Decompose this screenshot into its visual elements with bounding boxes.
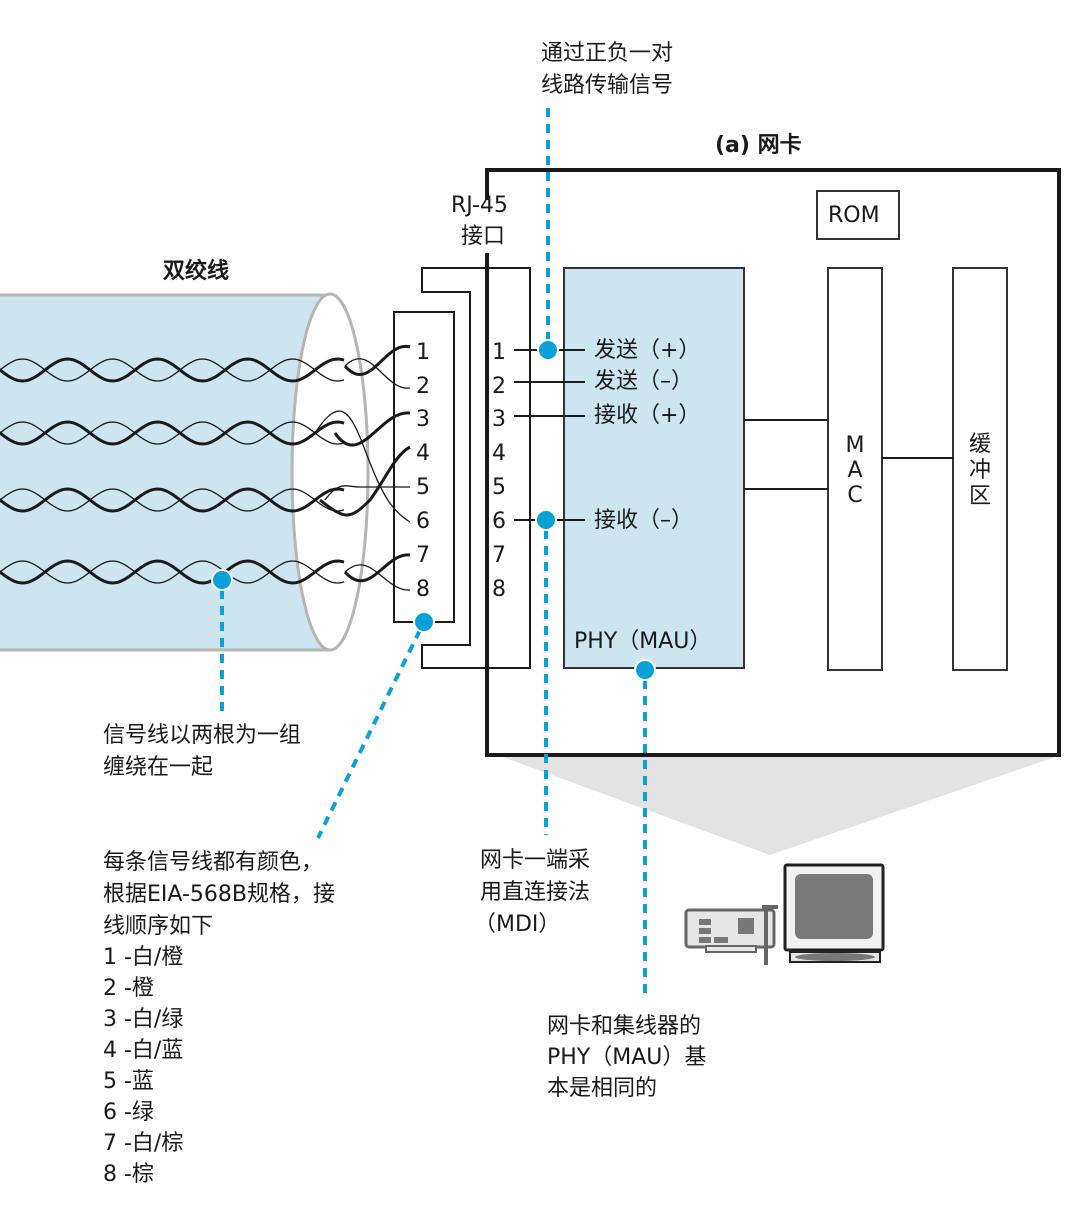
plug-pin: 6 [416, 509, 430, 534]
signal-tx-plus: 发送（+） [594, 338, 701, 363]
color-note-line1: 每条信号线都有颜色， [103, 850, 324, 875]
top-note-line2: 线路传输信号 [541, 73, 674, 98]
callout-dot-pin6 [535, 509, 557, 531]
color-order-item: 3 -白/绿 [103, 1007, 184, 1032]
twisted-pair-3-wire-thick [0, 487, 345, 513]
projection-shadow [500, 756, 1058, 855]
mac-block [827, 267, 883, 671]
twisted-pair-4-wire-thick [0, 559, 345, 585]
top-note-line1: 通过正负一对 [541, 41, 674, 66]
phy-note-line3: 本是相同的 [547, 1076, 658, 1101]
mac-label-m: M [845, 433, 865, 458]
callout-line-color [316, 629, 422, 839]
rj45-jack [421, 267, 531, 669]
callout-dot-plug [413, 611, 435, 633]
twisted-pair-3-wire-thin [0, 488, 345, 512]
signal-rx-minus: 接收（–） [594, 508, 694, 533]
color-order-item: 4 -白/蓝 [103, 1038, 184, 1063]
rom-block [816, 190, 900, 240]
mac-label-c: C [847, 483, 863, 508]
twist-note-line2: 缠绕在一起 [103, 755, 214, 780]
jack-pin: 8 [492, 577, 506, 602]
jack-pin: 6 [492, 509, 506, 534]
color-note-line3: 线顺序如下 [103, 914, 214, 939]
color-order-item: 1 -白/橙 [103, 945, 184, 970]
twisted-pair-1-wire-thick [0, 357, 345, 383]
jack-pin: 3 [492, 407, 506, 432]
color-order-item: 7 -白/棕 [103, 1131, 184, 1156]
jack-pin: 2 [492, 374, 506, 399]
callout-dot-twist [211, 569, 233, 591]
plug-pin: 1 [416, 340, 430, 365]
rj45-label-line1: RJ-45 [451, 193, 508, 218]
buffer-label-1: 缓 [968, 432, 991, 457]
cable-body [0, 295, 325, 650]
cable-end-ellipse [290, 292, 370, 652]
callout-dot-phy [634, 659, 656, 681]
jack-pin: 1 [492, 340, 506, 365]
plug-pin: 2 [416, 374, 430, 399]
jack-pin: 5 [492, 475, 506, 500]
twisted-pair-2-wire-thin [0, 421, 345, 445]
color-note-line2: 根据EIA-568B规格，接 [103, 882, 335, 907]
callout-dot-pin1 [537, 339, 559, 361]
wire-fanout [314, 344, 411, 591]
buffer-label-2: 冲 [968, 458, 991, 483]
color-order-item: 8 -棕 [103, 1162, 154, 1187]
mdi-note-line1: 网卡一端采 [480, 848, 591, 873]
network-card-icon [684, 905, 778, 965]
signal-tx-minus: 发送（–） [594, 369, 694, 394]
rom-label: ROM [828, 203, 880, 228]
plug-pin: 5 [416, 475, 430, 500]
jack-pin: 4 [492, 441, 506, 466]
mac-label-a: A [847, 458, 863, 483]
plug-pin: 3 [416, 407, 430, 432]
signal-rx-plus: 接收（+） [594, 403, 701, 428]
twisted-pair-4-wire-thin [0, 560, 345, 584]
phy-label: PHY（MAU） [574, 629, 712, 654]
plug-pin: 7 [416, 543, 430, 568]
plug-pin: 4 [416, 441, 430, 466]
rj45-label-line2: 接口 [461, 224, 506, 249]
twisted-pair-1-wire-thin [0, 358, 345, 382]
phy-note-line2: PHY（MAU）基 [547, 1045, 707, 1070]
nic-box [485, 168, 1061, 757]
monitor-icon [783, 863, 885, 963]
color-order-item: 2 -橙 [103, 976, 154, 1001]
twisted-pair-2-wire-thick [0, 420, 345, 446]
cable-label: 双绞线 [163, 259, 230, 284]
phy-note-line1: 网卡和集线器的 [547, 1014, 702, 1039]
plug-pin: 8 [416, 577, 430, 602]
color-order-item: 5 -蓝 [103, 1069, 154, 1094]
mdi-note-line2: 用直连接法 [480, 880, 591, 905]
diagram-title: (a) 网卡 [715, 133, 802, 158]
buffer-label-3: 区 [968, 484, 991, 509]
twisted-pairs [0, 357, 345, 585]
mdi-note-line3: （MDI） [474, 912, 561, 937]
color-order-item: 6 -绿 [103, 1100, 154, 1125]
twist-note-line1: 信号线以两根为一组 [103, 723, 302, 748]
buffer-block [952, 267, 1008, 671]
jack-pin: 7 [492, 543, 506, 568]
phy-block [563, 267, 745, 669]
